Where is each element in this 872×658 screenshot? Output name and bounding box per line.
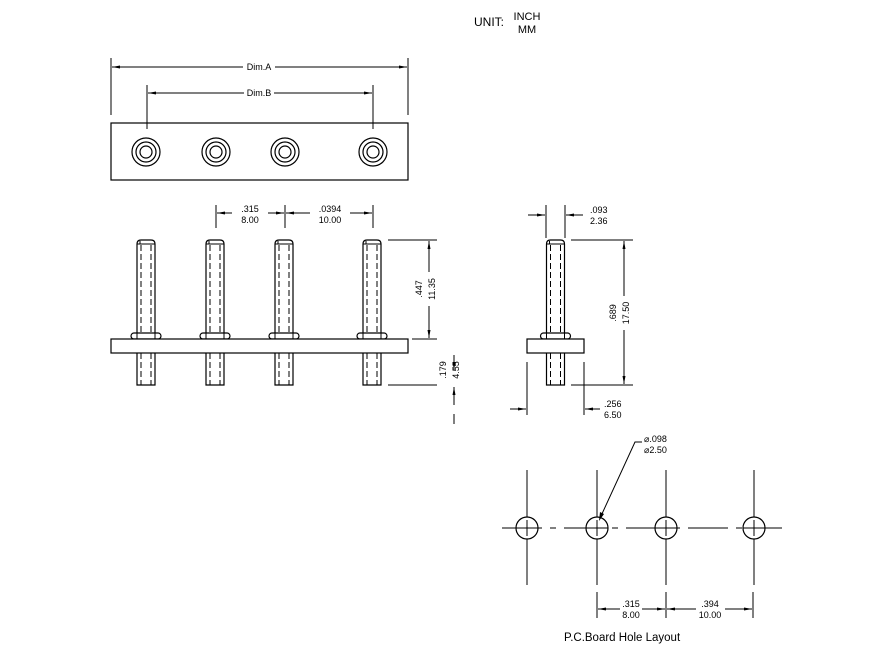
pin-body [136, 239, 156, 386]
unit-label: UNIT: [474, 15, 504, 29]
front-pitch-2-mm: 10.00 [319, 215, 342, 225]
top-view: Dim.A Dim.B [110, 58, 409, 181]
side-width-mm: 6.50 [604, 410, 622, 420]
hole-pitch-1-mm: 8.00 [622, 610, 640, 620]
pin-body [545, 239, 566, 386]
side-dia-mm: 2.36 [590, 216, 608, 226]
front-pin-1 [130, 239, 162, 386]
pcb-hole-2 [585, 470, 609, 585]
dim-a-label: Dim.A [247, 62, 272, 72]
side-length-mm: 17.50 [621, 302, 631, 325]
pcb-hole-1 [515, 470, 539, 585]
side-view: .093 2.36 .689 17.50 .256 6.50 [510, 205, 633, 420]
side-housing-plate [526, 338, 585, 354]
pin-collar [268, 332, 300, 340]
top-pin-1 [131, 137, 161, 167]
front-pin-4 [356, 239, 388, 386]
side-dia-inch: .093 [590, 205, 608, 215]
front-pitch-1-mm: 8.00 [241, 215, 259, 225]
front-above-mm: 11.35 [427, 278, 437, 300]
unit-secondary: MM [518, 24, 536, 36]
front-housing-plate [110, 338, 409, 354]
side-length-inch: .689 [608, 304, 618, 322]
hole-leader-line [600, 441, 642, 517]
hole-pitch-1-inch: .315 [622, 599, 640, 609]
hole-pitch-2-inch: .394 [701, 599, 719, 609]
front-above-inch: .447 [414, 280, 424, 298]
front-pitch-1-inch: .315 [241, 204, 259, 214]
pcb-hole-3 [654, 470, 678, 585]
top-view-housing [110, 122, 409, 181]
pin-collar [356, 332, 388, 340]
side-pin [539, 239, 572, 386]
unit-primary: INCH [514, 11, 541, 23]
front-below-mm: 4.55 [451, 361, 461, 379]
pin-body [205, 239, 225, 386]
top-pin-3 [270, 137, 300, 167]
pin-collar [130, 332, 162, 340]
top-pin-2 [201, 137, 231, 167]
pin-collar [199, 332, 231, 340]
hole-pitch-2-mm: 10.00 [699, 610, 722, 620]
side-width-inch: .256 [604, 399, 622, 409]
top-pin-4 [358, 137, 388, 167]
pin-collar [539, 332, 572, 340]
hole-dia-mm: ⌀2.50 [644, 445, 667, 455]
hole-dia-inch: ⌀.098 [644, 434, 667, 444]
pcb-hole-layout: ⌀.098 ⌀2.50 .315 8.00 .394 10.00 P.C.Boa… [502, 434, 782, 644]
pin-body [274, 239, 294, 386]
unit-legend: UNIT: INCH MM [474, 11, 540, 36]
hole-layout-title: P.C.Board Hole Layout [564, 632, 681, 644]
front-pin-3 [268, 239, 300, 386]
pin-body [362, 239, 382, 386]
front-pin-2 [199, 239, 231, 386]
dim-b-label: Dim.B [247, 88, 272, 98]
pcb-hole-4 [742, 470, 766, 585]
hole-leader-arrow [599, 512, 604, 521]
front-pitch-2-inch: .0394 [319, 204, 342, 214]
front-view: .315 8.00 .0394 10.00 .447 11.35 .179 4.… [110, 204, 461, 424]
front-below-inch: .179 [438, 361, 448, 379]
